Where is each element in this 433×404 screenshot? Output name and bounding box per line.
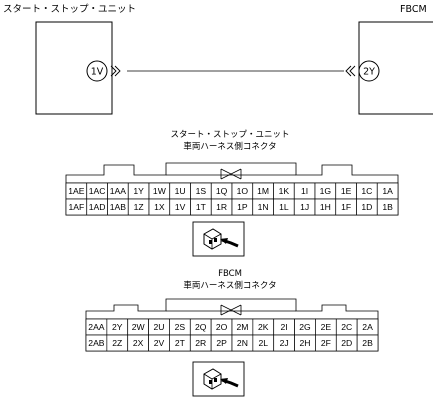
left-terminal-circle: [86, 60, 108, 82]
connector1-title-line2: 車両ハーネス側コネクタ: [183, 141, 276, 152]
pin-label: 2K: [258, 322, 269, 332]
pin-label: 1I: [301, 186, 308, 196]
pin-label: 2O: [216, 322, 228, 332]
pin-label: 2P: [216, 338, 227, 348]
pin-label: 1AB: [110, 202, 127, 212]
pin-label: 2W: [132, 322, 146, 332]
connector1-lock-icon: [220, 168, 242, 180]
pin-label: 1AD: [89, 202, 106, 212]
right-terminal-label: 2Y: [363, 67, 375, 78]
pin-label: 1A: [382, 186, 393, 196]
pin-label: 2Q: [195, 322, 207, 332]
connector2-face: 2AA 2Y 2W 2U 2S 2Q 2O 2M 2K 2I 2G 2E 2C 2A 2AB 2Z 2X 2V 2T…: [85, 298, 379, 352]
pin-label: 2C: [341, 322, 352, 332]
pin-label: 1AE: [68, 186, 85, 196]
pin-label: 2D: [341, 338, 352, 348]
pin-label: 1M: [257, 186, 269, 196]
pin-label: 1H: [320, 202, 331, 212]
pin-label: 2J: [280, 338, 289, 348]
pin-label: 1L: [279, 202, 289, 212]
pin-label: 1K: [279, 186, 290, 196]
pin-label: 1D: [361, 202, 372, 212]
pin-label: 2Z: [112, 338, 122, 348]
pin-label: 2A: [362, 322, 373, 332]
pin-label: 1J: [300, 202, 309, 212]
pin-label: 1B: [382, 202, 393, 212]
pin-label: 2V: [154, 338, 165, 348]
pin-label: 1P: [237, 202, 248, 212]
pin-label: 2S: [175, 322, 186, 332]
pin-label: 2X: [133, 338, 144, 348]
pin-label: 1R: [216, 202, 227, 212]
connector1-title-line1: スタート・ストップ・ユニット: [170, 130, 289, 140]
pin-label: 2U: [153, 322, 164, 332]
pin-label: 1AA: [110, 186, 127, 196]
pin-label: 1W: [153, 186, 167, 196]
pin-label: 1V: [175, 202, 186, 212]
pin-label: 1N: [258, 202, 269, 212]
pin-label: 2N: [237, 338, 248, 348]
pin-label: 1Z: [134, 202, 144, 212]
right-unit-label: FBCM: [400, 4, 427, 15]
connector2-title-line1: FBCM: [218, 269, 242, 279]
pin-label: 1T: [196, 202, 207, 212]
pin-label: 1Q: [216, 186, 228, 196]
pin-label: 2F: [321, 338, 331, 348]
pin-label: 2H: [299, 338, 310, 348]
pin-label: 1G: [320, 186, 332, 196]
left-unit-label: スタート・ストップ・ユニット: [3, 4, 136, 15]
pin-label: 2M: [236, 322, 248, 332]
pin-label: 2E: [321, 322, 332, 332]
pin-label: 1C: [361, 186, 372, 196]
pin-cell: [376, 198, 399, 216]
probe-icon: [192, 221, 245, 257]
pin-label: 2AB: [88, 338, 105, 348]
connector2-lock-icon: [220, 304, 242, 316]
pin-label: 1Y: [133, 186, 144, 196]
pin-label: 1S: [196, 186, 207, 196]
pin-label: 1F: [341, 202, 351, 212]
pin-label: 1E: [341, 186, 352, 196]
pin-label: 1U: [175, 186, 186, 196]
pin-cell: [356, 334, 379, 352]
pin-label: 2R: [195, 338, 206, 348]
right-connector-chevrons: [345, 65, 356, 77]
pin-label: 2Y: [112, 322, 123, 332]
pin-label: 1X: [154, 202, 165, 212]
pin-label: 2G: [299, 322, 311, 332]
connector1-face: 1AE 1AC 1AA 1Y 1W 1U 1S 1Q 1O 1M 1K 1I 1G 1E 1C 1A 1AF 1A…: [65, 162, 399, 216]
pin-label: 2T: [175, 338, 186, 348]
pin-label: 1AC: [89, 186, 106, 196]
pin-label: 2B: [362, 338, 373, 348]
left-connector-chevrons: [110, 65, 121, 77]
right-terminal-circle: [358, 60, 380, 82]
pin-label: 2I: [281, 322, 288, 332]
probe-icon: [192, 361, 245, 397]
connector2-housing: [85, 298, 379, 319]
pin-label: 1O: [237, 186, 249, 196]
pin-label: 2AA: [88, 322, 105, 332]
pin-label: 2L: [259, 338, 269, 348]
connector2-title-line2: 車両ハーネス側コネクタ: [183, 280, 276, 291]
connector1-housing: [65, 162, 399, 183]
pin-label: 1AF: [68, 202, 84, 212]
left-terminal-label: 1V: [91, 67, 104, 78]
